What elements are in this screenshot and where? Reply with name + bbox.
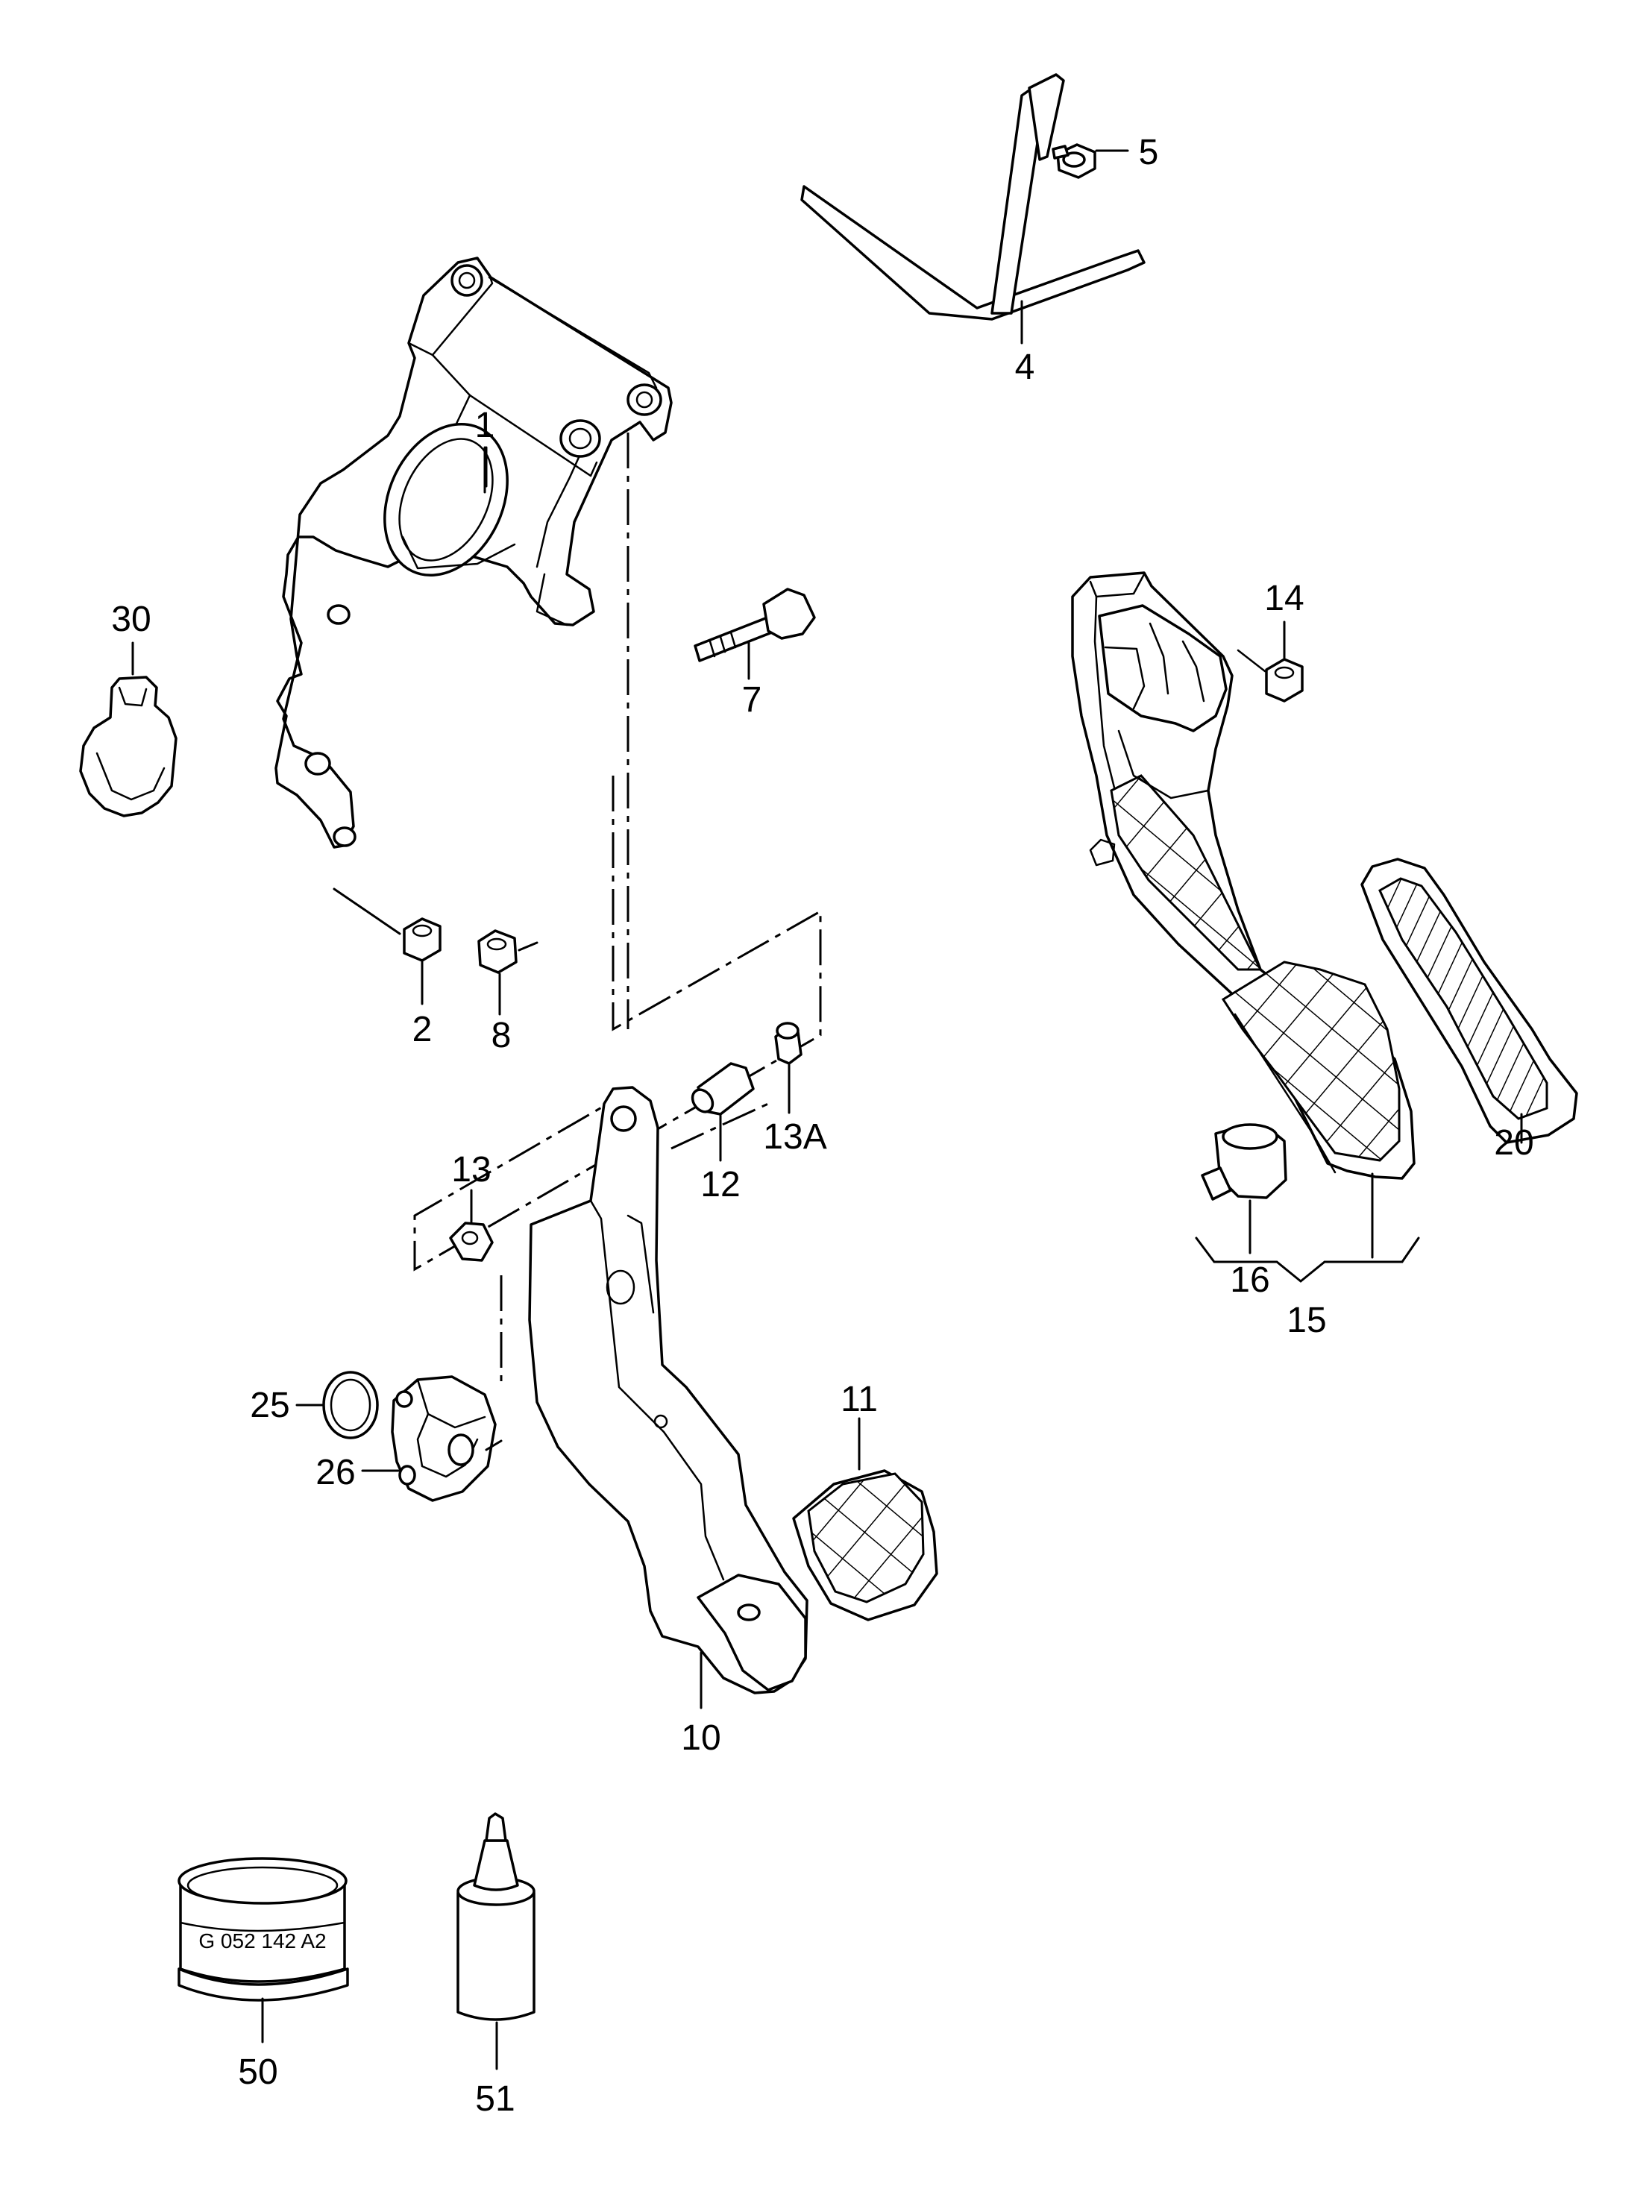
bolt-7 bbox=[694, 588, 816, 662]
accelerator-bracket-wire bbox=[800, 73, 1146, 321]
ring-25 bbox=[322, 1371, 379, 1439]
plug-16 bbox=[1201, 1123, 1287, 1201]
nut-2 bbox=[403, 917, 442, 962]
callout-5: 5 bbox=[1139, 133, 1159, 172]
bushing-13 bbox=[449, 1222, 494, 1262]
callout-12: 12 bbox=[700, 1165, 740, 1204]
bracket-15 bbox=[1195, 1237, 1420, 1283]
callout-16: 16 bbox=[1230, 1260, 1269, 1300]
callout-11: 11 bbox=[841, 1380, 878, 1419]
grease-can-50: G 052 142 A2 bbox=[178, 1857, 349, 2002]
callout-50: 50 bbox=[238, 2052, 277, 2092]
bushing-13a bbox=[774, 1022, 803, 1065]
nut-14 bbox=[1237, 649, 1304, 703]
clutch-pedal-pad bbox=[792, 1469, 938, 1621]
callout-26: 26 bbox=[315, 1453, 355, 1492]
callout-10: 10 bbox=[681, 1718, 720, 1758]
callout-1: 1 bbox=[475, 406, 495, 445]
callout-14: 14 bbox=[1264, 579, 1304, 618]
callout-51: 51 bbox=[475, 2079, 515, 2119]
nut-8 bbox=[477, 929, 518, 974]
assembly-line bbox=[413, 776, 822, 1272]
callout-15: 15 bbox=[1287, 1301, 1326, 1340]
callout-30: 30 bbox=[111, 600, 151, 639]
pedal-bracket bbox=[274, 257, 673, 849]
assembly-line bbox=[670, 1102, 769, 1150]
callout-13a: 13A bbox=[763, 1117, 826, 1157]
accelerator-pedal-cover bbox=[1360, 858, 1578, 1144]
bushing-12 bbox=[691, 1062, 755, 1116]
clutch-pedal bbox=[528, 1086, 808, 1694]
callout-13: 13 bbox=[451, 1150, 491, 1190]
callout-20: 20 bbox=[1494, 1123, 1533, 1163]
switch-26 bbox=[391, 1375, 497, 1502]
wire-clip-nut bbox=[1052, 143, 1096, 179]
accelerator-pedal-module bbox=[1071, 571, 1416, 1180]
callout-8: 8 bbox=[491, 1016, 512, 1055]
can-label: G 052 142 A2 bbox=[198, 1929, 326, 1952]
bottle-51 bbox=[456, 1812, 536, 2021]
callout-2: 2 bbox=[412, 1010, 433, 1049]
callout-7: 7 bbox=[742, 680, 762, 720]
callout-4: 4 bbox=[1015, 348, 1035, 387]
callout-25: 25 bbox=[250, 1386, 289, 1425]
clip-30 bbox=[79, 676, 178, 817]
